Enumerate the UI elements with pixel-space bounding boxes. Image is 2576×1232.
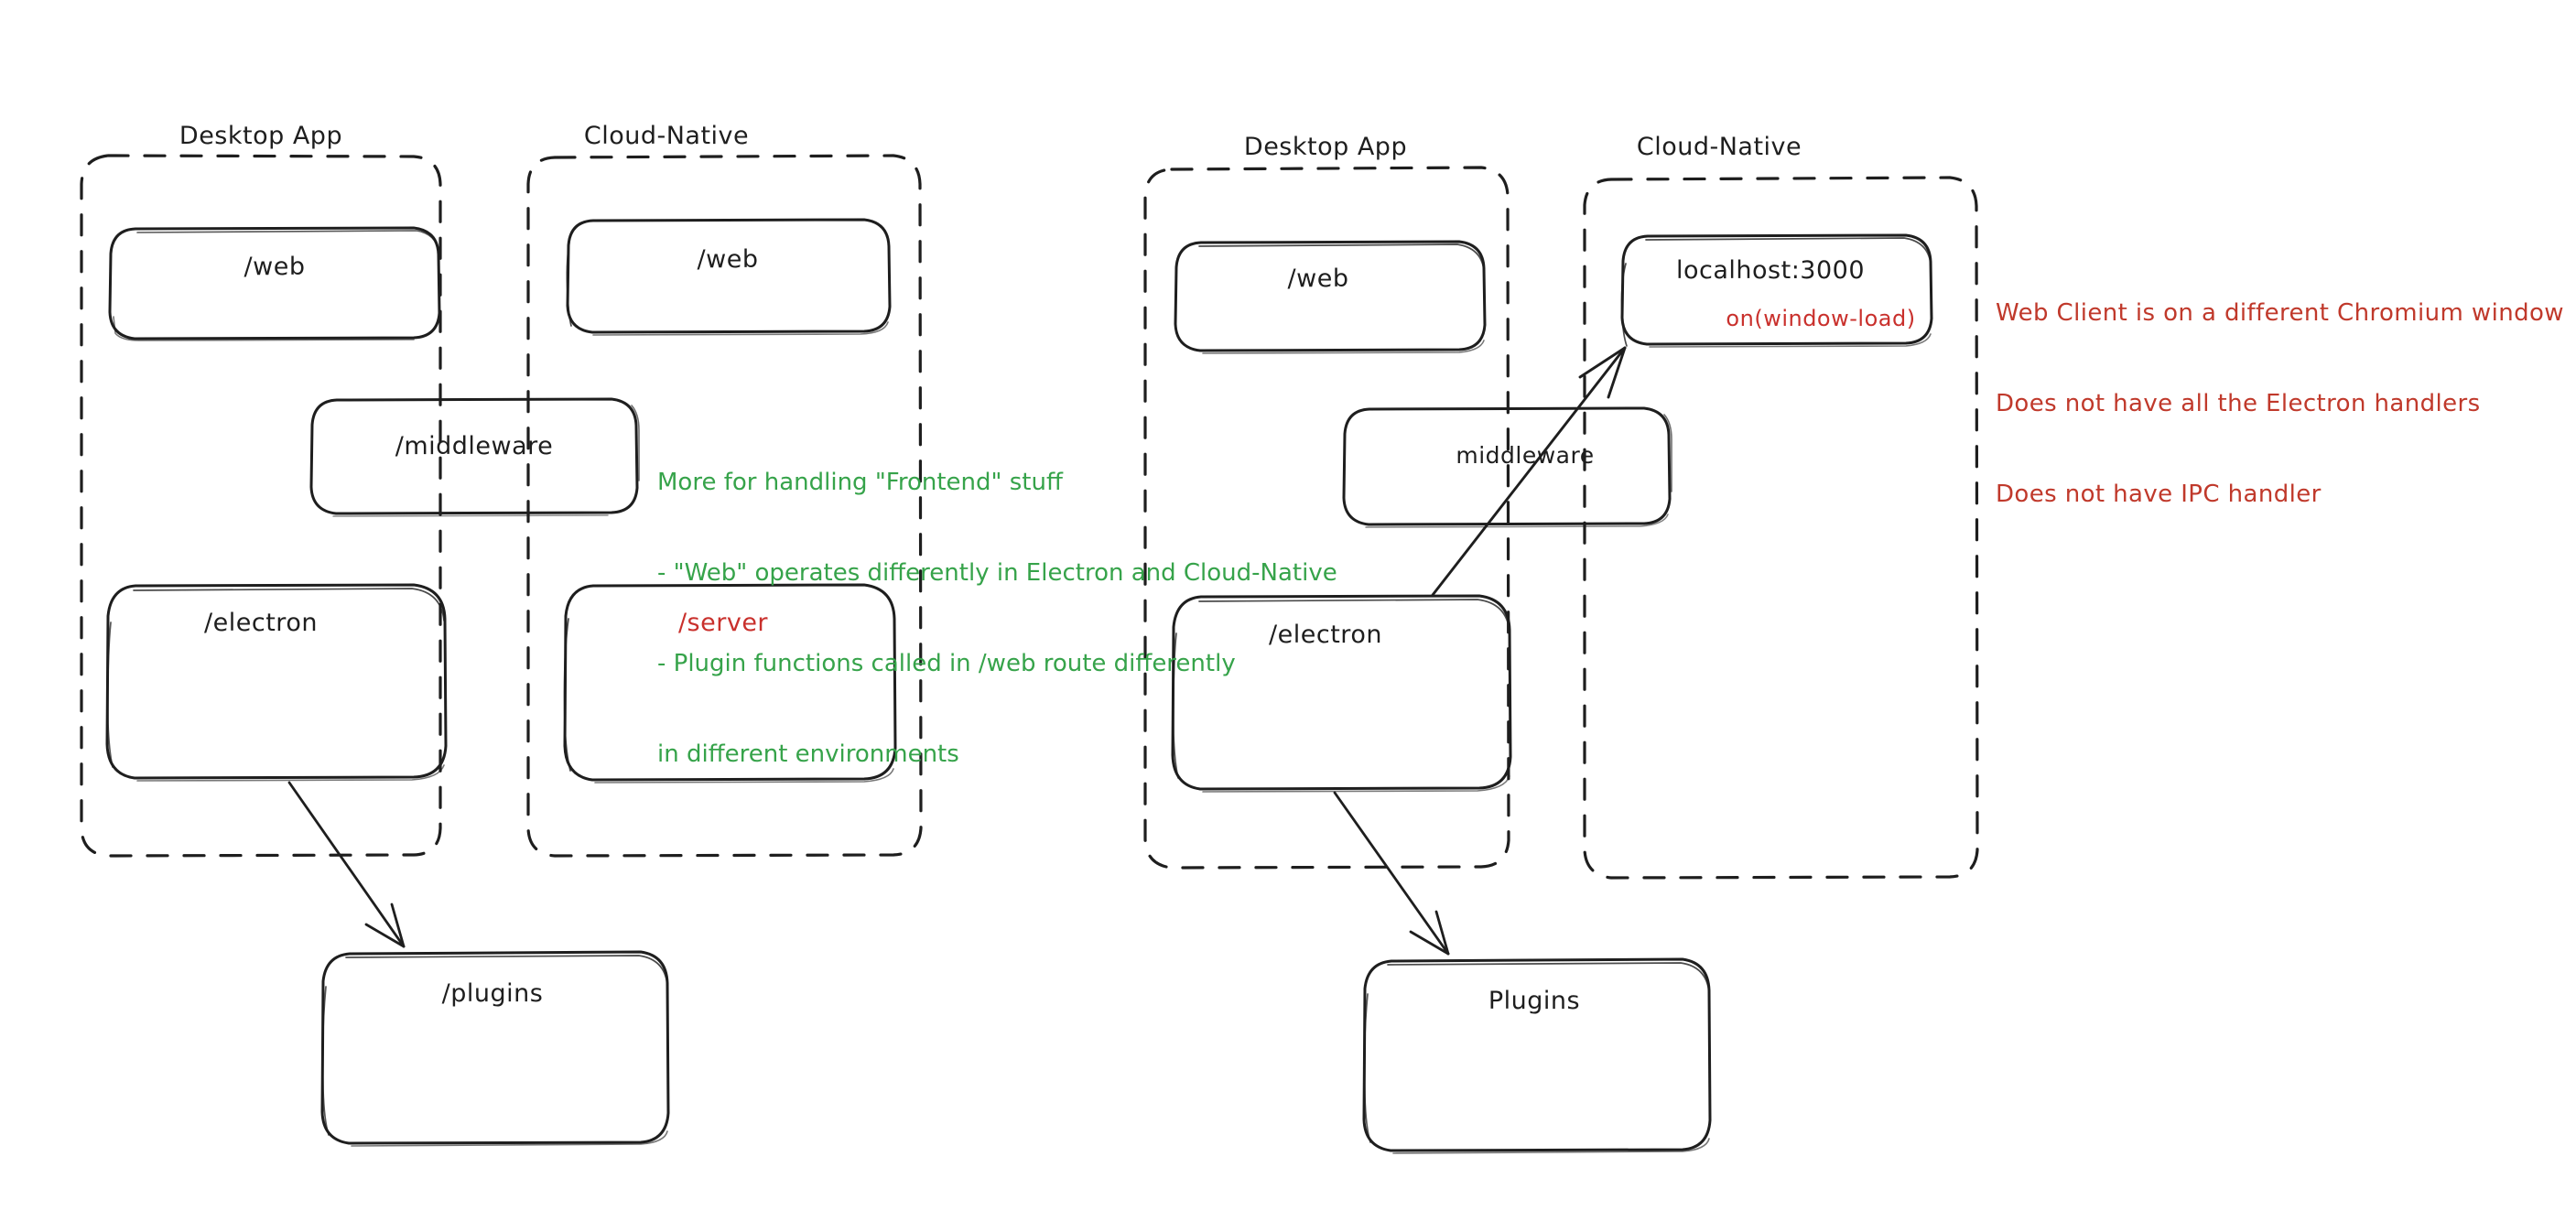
group-left-cloud-native — [526, 154, 923, 858]
arrow-right-electron-to-plugins — [1333, 791, 1450, 956]
box-right-web-desktop[interactable] — [1174, 240, 1487, 354]
group-right-cloud-native — [1583, 176, 1979, 880]
box-right-localhost[interactable] — [1620, 233, 1933, 348]
arrow-right-electron-to-localhost — [1431, 346, 1627, 597]
group-left-desktop-app — [80, 154, 442, 858]
box-right-middleware[interactable] — [1342, 406, 1672, 528]
box-left-web-desktop[interactable] — [108, 226, 441, 341]
group-right-desktop-app — [1143, 166, 1510, 870]
box-left-web-cloud[interactable] — [566, 218, 892, 336]
box-left-middleware[interactable] — [309, 397, 640, 517]
box-right-plugins[interactable] — [1362, 957, 1712, 1154]
box-right-electron[interactable] — [1171, 594, 1512, 793]
box-left-plugins[interactable] — [320, 950, 670, 1147]
box-left-electron[interactable] — [105, 583, 448, 782]
arrow-left-electron-to-plugins — [287, 781, 406, 948]
box-left-server[interactable] — [563, 583, 897, 784]
